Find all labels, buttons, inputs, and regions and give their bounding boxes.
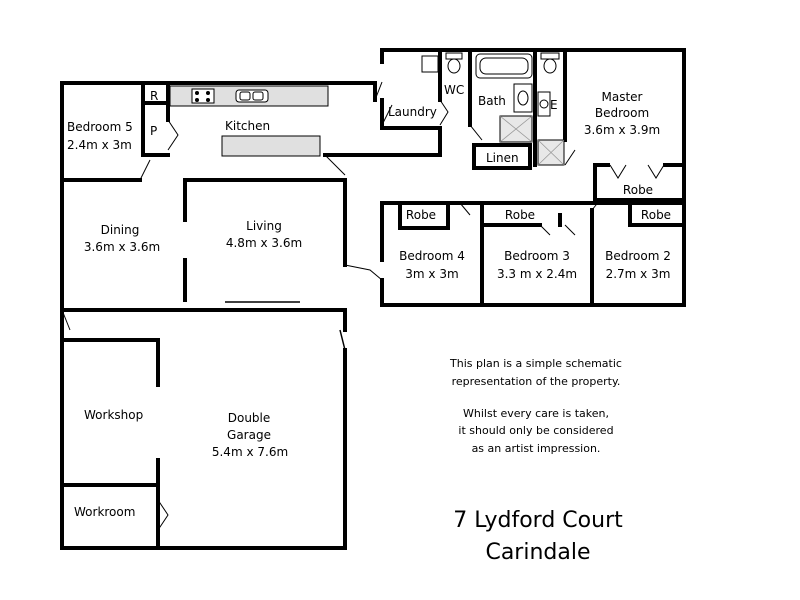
toilet-wc <box>445 52 463 60</box>
dining-size: 3.6m x 3.6m <box>84 240 160 254</box>
room-labels: Bedroom 5 2.4m x 3m R P Kitchen Laundry … <box>67 83 671 519</box>
wc-label: WC <box>444 83 464 97</box>
disclaimer: This plan is a simple schematic represen… <box>449 357 622 455</box>
fixtures <box>169 52 565 166</box>
disclaimer-line2: representation of the property. <box>452 375 621 388</box>
e-label: E <box>550 98 558 112</box>
master-name2: Bedroom <box>595 106 649 120</box>
bedroom3-size: 3.3 m x 2.4m <box>497 267 577 281</box>
disclaimer-line4: it should only be considered <box>458 424 613 437</box>
address-suburb: Carindale <box>485 540 590 565</box>
bedroom2-robe-label: Robe <box>641 208 671 222</box>
bedroom3-robe-label: Robe <box>505 208 535 222</box>
master-size: 3.6m x 3.9m <box>584 123 660 137</box>
garage-size: 5.4m x 7.6m <box>212 445 288 459</box>
garage-name1: Double <box>228 411 271 425</box>
bedroom4-name: Bedroom 4 <box>399 249 465 263</box>
bedroom2-name: Bedroom 2 <box>605 249 671 263</box>
kitchen-island <box>221 135 321 157</box>
workshop-label: Workshop <box>84 408 143 422</box>
ensuite-vanity <box>537 91 551 117</box>
bath-label: Bath <box>478 94 506 108</box>
living-name: Living <box>246 219 282 233</box>
laundry-tub <box>421 55 439 73</box>
toilet-ensuite <box>540 52 560 60</box>
r-label: R <box>150 89 158 103</box>
kitchen-label: Kitchen <box>225 119 270 133</box>
address: 7 Lydford Court Carindale <box>453 508 623 565</box>
linen-label: Linen <box>486 151 519 165</box>
bedroom5-size: 2.4m x 3m <box>67 138 132 152</box>
interior-walls <box>60 48 686 550</box>
laundry-label: Laundry <box>388 105 437 119</box>
bathtub <box>475 53 533 79</box>
bedroom4-size: 3m x 3m <box>405 267 458 281</box>
bedroom2-size: 2.7m x 3m <box>606 267 671 281</box>
workroom-label: Workroom <box>74 505 135 519</box>
bedroom4-robe-label: Robe <box>406 208 436 222</box>
bath-vanity <box>513 83 533 113</box>
living-size: 4.8m x 3.6m <box>226 236 302 250</box>
p-label: P <box>150 124 157 138</box>
master-robe-label: Robe <box>623 183 653 197</box>
disclaimer-line3: Whilst every care is taken, <box>463 407 609 420</box>
bedroom5-name: Bedroom 5 <box>67 120 133 134</box>
disclaimer-line5: as an artist impression. <box>472 442 601 455</box>
kitchen-sink <box>235 89 269 103</box>
master-name1: Master <box>602 90 643 104</box>
disclaimer-line1: This plan is a simple schematic <box>449 357 622 370</box>
doors <box>61 81 665 548</box>
dining-name: Dining <box>101 223 140 237</box>
garage-name2: Garage <box>227 428 271 442</box>
address-street: 7 Lydford Court <box>453 508 623 533</box>
bedroom3-name: Bedroom 3 <box>504 249 570 263</box>
